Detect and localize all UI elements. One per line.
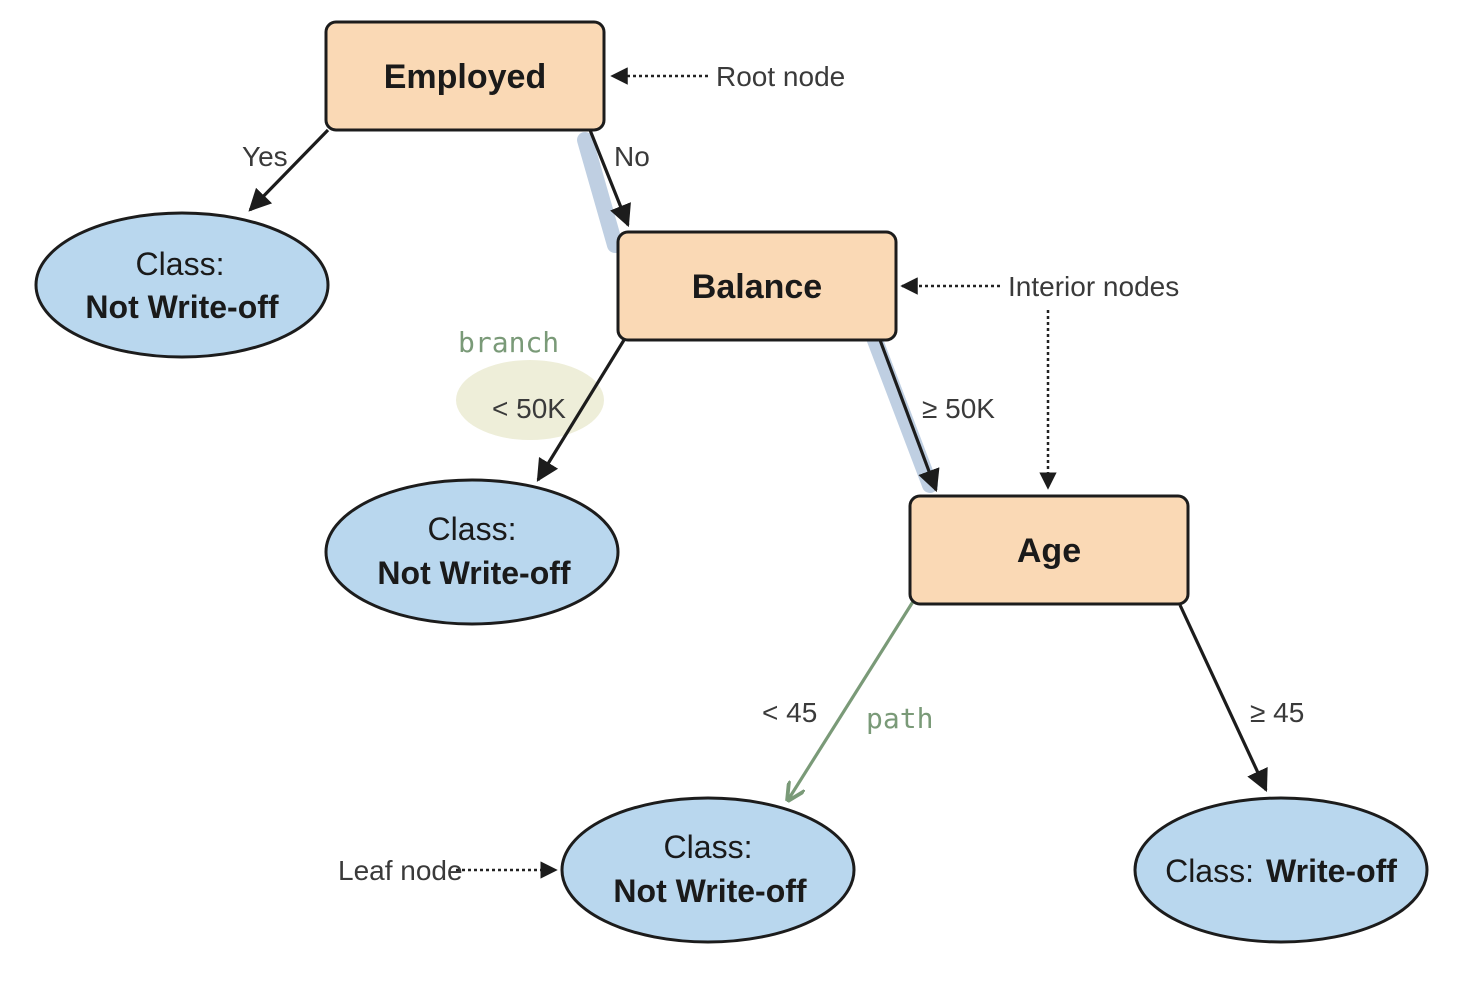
edge-label-ge45: ≥ 45 — [1250, 697, 1304, 728]
node-balance: Balance — [616, 230, 898, 342]
leaf-3-line1: Class: — [664, 829, 753, 865]
edge-label-yes: Yes — [242, 141, 288, 172]
edge-label-ge50k: ≥ 50K — [922, 393, 995, 424]
annotation-root-node: Root node — [716, 61, 845, 92]
svg-text:Class: Write-off: Class: Write-off — [1165, 853, 1397, 889]
edge-lt45 — [788, 599, 916, 800]
leaf-2-line1: Class: — [428, 511, 517, 547]
edge-no — [588, 129, 631, 228]
leaf-write-off: Class: Write-off — [1133, 796, 1429, 944]
leaf-4-prefix: Class: — [1165, 853, 1254, 889]
node-employed-label: Employed — [384, 58, 546, 96]
edge-ge45 — [1178, 604, 1268, 793]
leaf-1-line2: Not Write-off — [85, 289, 278, 325]
leaf-not-write-off-3: Class: Not Write-off — [560, 796, 856, 944]
node-balance-label: Balance — [692, 268, 822, 306]
leaf-not-write-off-1: Class: Not Write-off — [34, 211, 330, 359]
edge-ge50k — [878, 339, 940, 493]
annotation-leaf-node: Leaf node — [338, 855, 463, 886]
leaf-2-line2: Not Write-off — [377, 555, 570, 591]
edge-yes — [248, 128, 330, 212]
node-employed: Employed — [324, 20, 606, 132]
leaf-not-write-off-2: Class: Not Write-off — [324, 478, 620, 626]
path-highlight-ge50k — [865, 327, 938, 493]
leaf-3-line2: Not Write-off — [613, 873, 806, 909]
annotation-interior-nodes: Interior nodes — [1008, 271, 1179, 302]
edge-label-lt50k: < 50K — [492, 393, 566, 424]
edge-label-no: No — [614, 141, 650, 172]
path-highlight-no — [577, 132, 623, 253]
edge-label-lt45: < 45 — [762, 697, 817, 728]
edge-lt50k — [536, 339, 626, 482]
handwritten-branch: branch — [458, 326, 559, 359]
leaf-4-value: Write-off — [1266, 853, 1397, 889]
leaf-1-line1: Class: — [136, 246, 225, 282]
handwritten-path: path — [866, 702, 933, 735]
node-age-label: Age — [1017, 532, 1081, 570]
node-age: Age — [908, 494, 1190, 606]
branch-highlight — [456, 360, 604, 440]
